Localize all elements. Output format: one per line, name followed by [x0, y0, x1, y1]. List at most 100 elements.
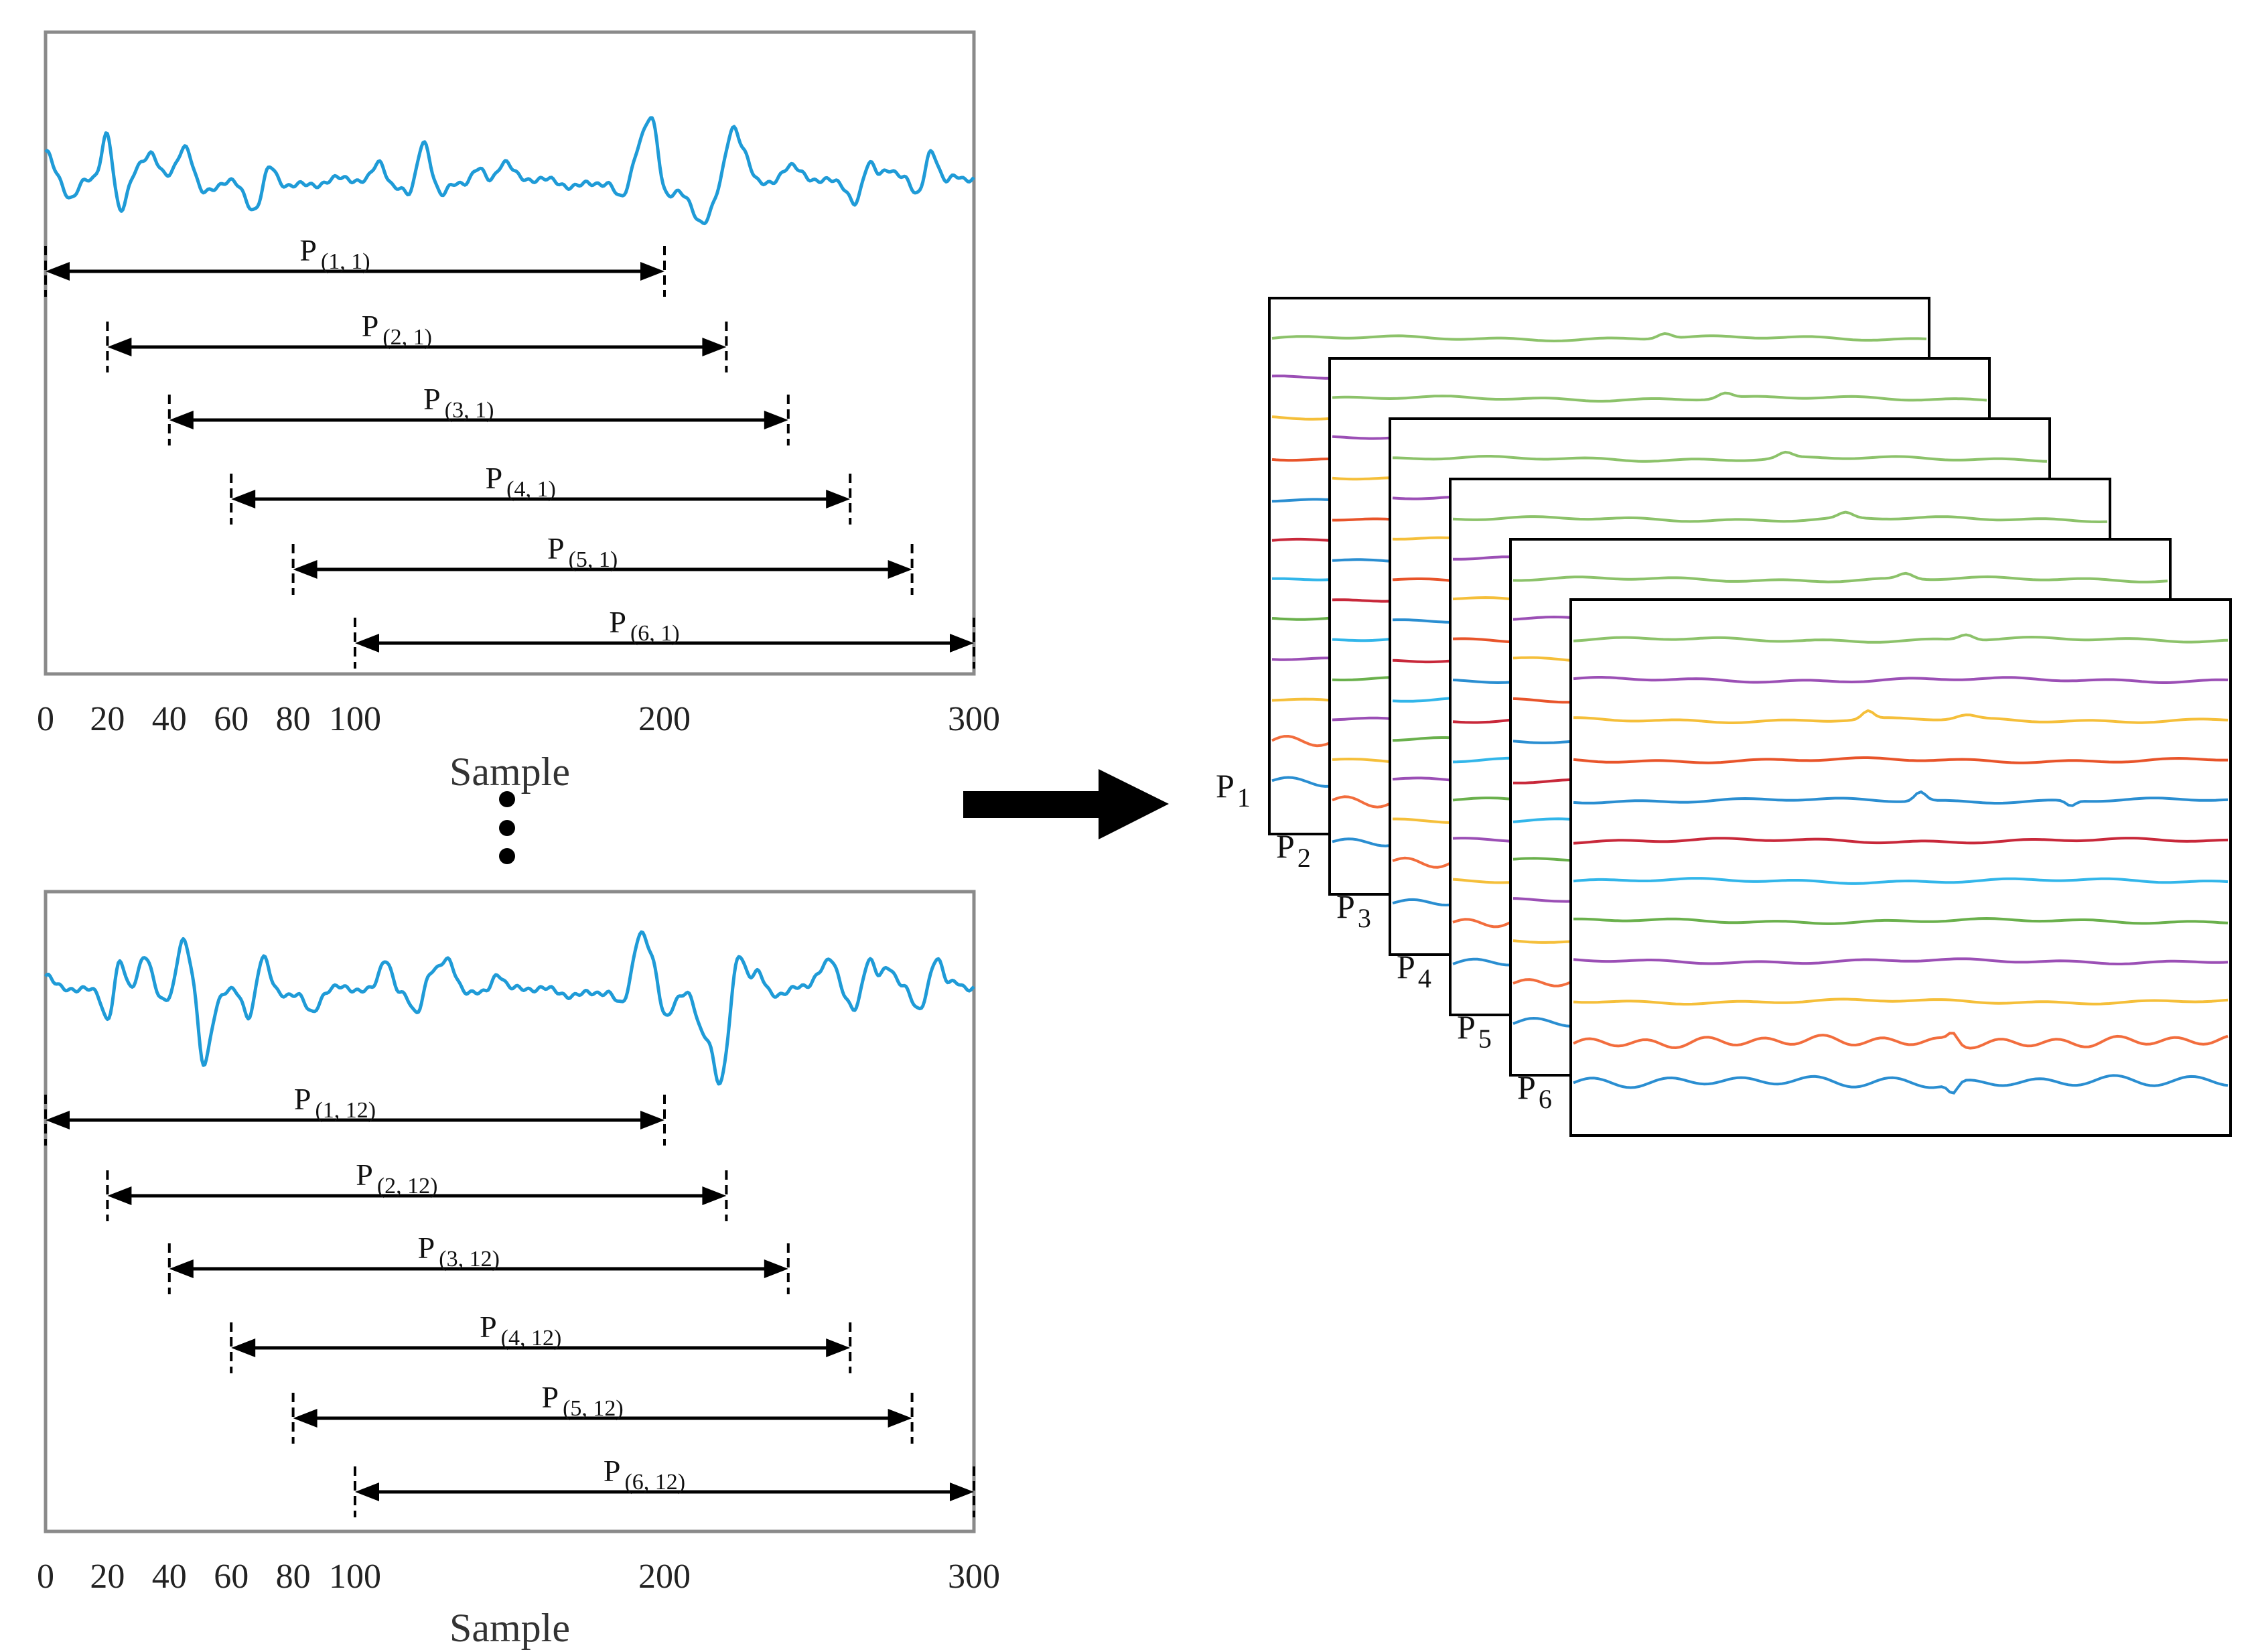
top-panel: P(1, 1) P(2, 1) P(3, 1) P(4, 1) P(5, 1) P(6, …	[37, 30, 1000, 794]
window-arrow-right-head	[640, 1111, 664, 1129]
window-arrow-left-head	[107, 1186, 132, 1205]
lead-signal-1	[1393, 450, 2048, 463]
x-tick-label: 200	[638, 1558, 691, 1596]
transform-arrow	[963, 769, 1169, 839]
x-tick-label: 20	[90, 1558, 125, 1596]
lead-signal-8	[1573, 916, 2229, 925]
window-label: P(2, 1)	[362, 309, 432, 350]
window-arrow-left-head	[46, 1111, 70, 1129]
window-label: P(4, 12)	[480, 1310, 561, 1351]
window-arrow-left-head	[293, 1409, 318, 1428]
window-span-1: P(1, 12)	[44, 1082, 666, 1146]
ellipsis-dot-2	[499, 820, 515, 836]
window-span-4: P(4, 1)	[230, 461, 852, 525]
window-label: P(5, 1)	[547, 531, 618, 572]
x-tick-label: 0	[37, 700, 54, 738]
lead-signal-2	[1573, 676, 2229, 684]
window-span-1: P(1, 1)	[44, 233, 666, 297]
window-arrow-right-head	[640, 262, 664, 281]
window-arrow-left-head	[46, 262, 70, 281]
window-arrow-right-head	[826, 1338, 851, 1357]
ellipsis-dot-3	[499, 848, 515, 864]
window-arrow-right-head	[826, 490, 851, 508]
x-tick-label: 0	[37, 1558, 54, 1596]
window-span-6: P(6, 1)	[354, 605, 975, 669]
top-window-group: P(1, 1) P(2, 1) P(3, 1) P(4, 1) P(5, 1) P(6, …	[44, 233, 975, 669]
lead-signal-1	[1452, 510, 2108, 524]
top-ecg-signal	[44, 116, 975, 226]
lead-signal-11	[1573, 1032, 2229, 1050]
lead-signal-1	[1512, 571, 2168, 583]
bottom-plot-frame	[44, 890, 976, 1533]
window-span-2: P(2, 1)	[106, 309, 728, 372]
x-tick-label: 80	[276, 1558, 311, 1596]
x-tick-label: 60	[214, 1558, 249, 1596]
lead-signal-9	[1573, 957, 2229, 965]
window-span-5: P(5, 12)	[291, 1380, 914, 1444]
window-arrow-left-head	[107, 338, 132, 356]
bottom-xlabel: Sample	[449, 1606, 570, 1650]
window-arrow-left-head	[355, 634, 379, 652]
bottom-panel: P(1, 12) P(2, 12) P(3, 12) P(4, 12) P(5, 12)…	[37, 890, 1000, 1650]
window-arrow-right-head	[888, 560, 912, 579]
window-arrow-right-head	[702, 1186, 727, 1205]
x-tick-label: 200	[638, 700, 691, 738]
x-tick-label: 300	[948, 700, 1000, 738]
x-tick-label: 300	[948, 1558, 1000, 1596]
x-tick-label: 40	[152, 700, 187, 738]
lead-signal-1	[1332, 391, 1987, 403]
window-label: P(3, 12)	[418, 1231, 500, 1271]
window-arrow-left-head	[231, 1338, 256, 1357]
vertical-ellipsis	[499, 791, 515, 864]
window-label: P(5, 12)	[541, 1380, 623, 1421]
lead-signal-12	[1573, 1074, 2229, 1095]
window-arrow-right-head	[764, 1259, 788, 1278]
transform-arrow-head	[1099, 769, 1169, 839]
window-label: P(1, 12)	[294, 1082, 376, 1123]
window-arrow-left-head	[293, 560, 318, 579]
transform-arrow-shaft	[963, 791, 1111, 818]
window-arrow-right-head	[888, 1409, 912, 1428]
window-label: P(6, 1)	[609, 605, 679, 646]
window-label: P(6, 12)	[604, 1454, 685, 1495]
window-label: P(3, 1)	[423, 382, 494, 423]
bottom-ecg-signal	[44, 930, 975, 1086]
window-arrow-left-head	[169, 411, 194, 429]
window-arrow-right-head	[764, 411, 788, 429]
x-tick-label: 100	[329, 700, 381, 738]
window-label: P(2, 12)	[356, 1158, 437, 1198]
x-tick-label: 100	[329, 1558, 381, 1596]
x-tick-label: 60	[214, 700, 249, 738]
window-span-5: P(5, 1)	[291, 531, 914, 595]
lead-signal-7	[1573, 877, 2229, 885]
top-xlabel: Sample	[449, 750, 570, 794]
bottom-tick-labels: 0 20 40 60 80 100 200 300	[37, 1558, 1000, 1596]
window-arrow-right-head	[950, 1483, 974, 1501]
window-span-4: P(4, 12)	[230, 1310, 852, 1373]
window-label: P(1, 1)	[299, 233, 370, 274]
patch-lead-lines	[1573, 633, 2229, 1095]
lead-signal-1	[1573, 633, 2229, 644]
window-arrow-right-head	[950, 634, 974, 652]
window-span-3: P(3, 1)	[167, 382, 790, 445]
lead-signal-1	[1271, 332, 1927, 343]
top-plot-frame	[44, 30, 976, 676]
window-span-3: P(3, 12)	[167, 1231, 790, 1294]
window-arrow-left-head	[169, 1259, 194, 1278]
window-span-6: P(6, 12)	[354, 1454, 975, 1517]
lead-signal-5	[1573, 790, 2229, 807]
x-tick-label: 80	[276, 700, 311, 738]
bottom-window-group: P(1, 12) P(2, 12) P(3, 12) P(4, 12) P(5, 12)…	[44, 1082, 975, 1517]
x-tick-label: 40	[152, 1558, 187, 1596]
lead-signal-3	[1573, 709, 2229, 724]
